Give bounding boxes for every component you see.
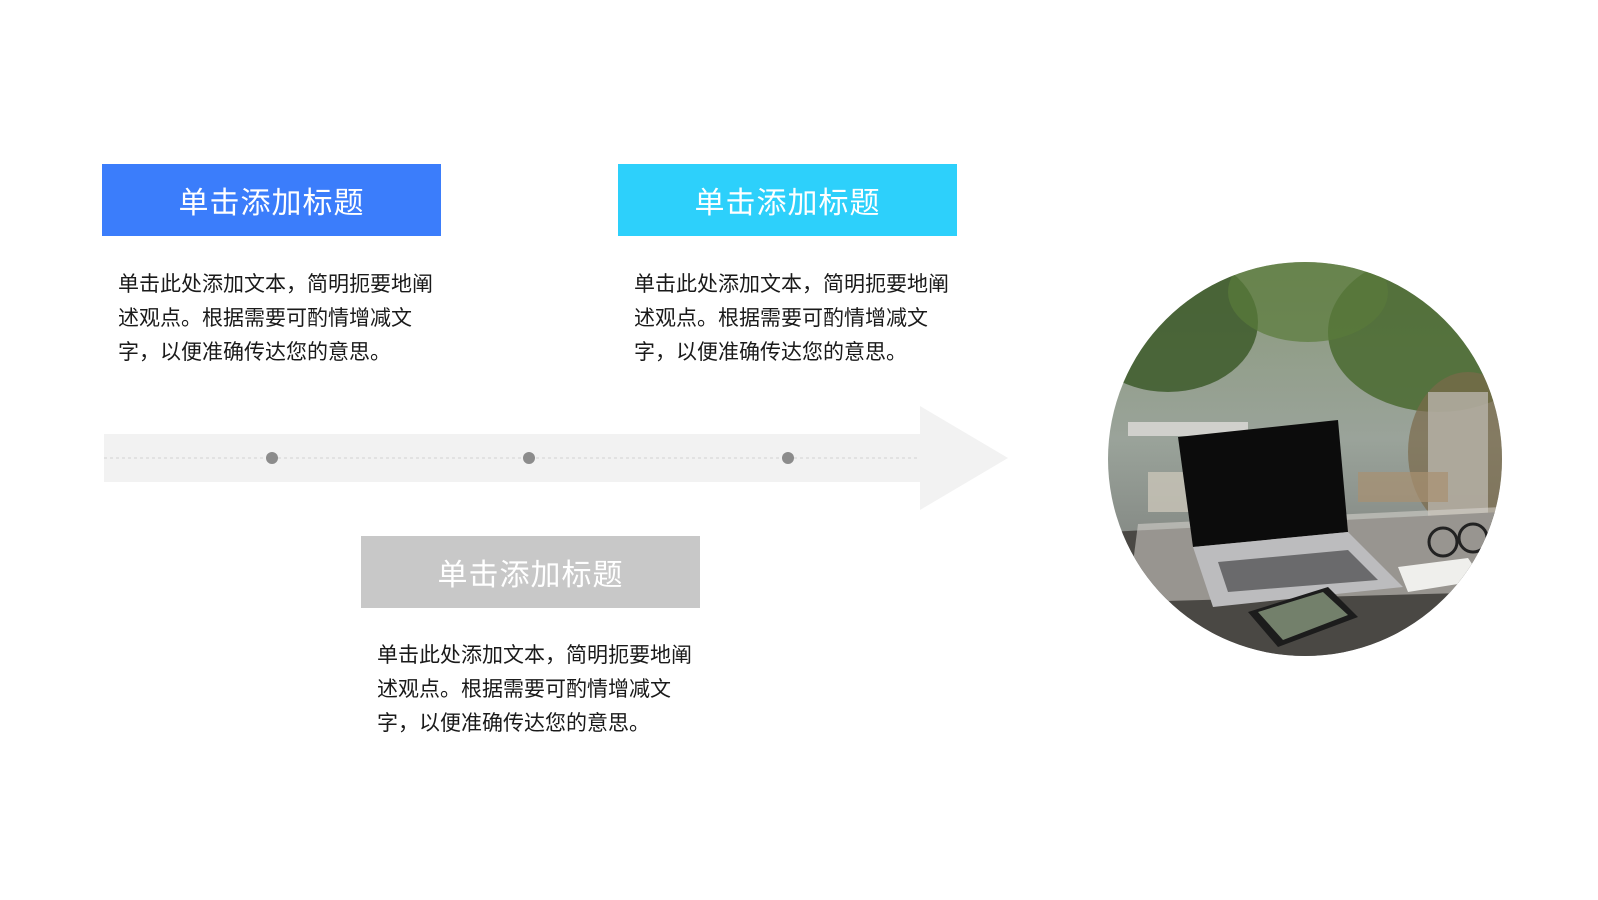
title-box-3[interactable]: 单击添加标题 — [361, 536, 700, 608]
body-text-1[interactable]: 单击此处添加文本，简明扼要地阐 述观点。根据需要可酌情增减文 字，以便准确传达您… — [118, 272, 433, 364]
title-1-label: 单击添加标题 — [178, 186, 365, 221]
title-box-1[interactable]: 单击添加标题 — [102, 164, 441, 236]
timeline-dot-1 — [266, 452, 278, 464]
timeline-arrow — [104, 406, 1008, 510]
title-2-label: 单击添加标题 — [694, 186, 881, 221]
laptop-photo — [1108, 262, 1502, 656]
title-3-label: 单击添加标题 — [437, 558, 624, 593]
body-text-3[interactable]: 单击此处添加文本，简明扼要地阐 述观点。根据需要可酌情增减文 字，以便准确传达您… — [377, 643, 692, 735]
title-box-2[interactable]: 单击添加标题 — [618, 164, 957, 236]
timeline-dot-3 — [782, 452, 794, 464]
body-text-2[interactable]: 单击此处添加文本，简明扼要地阐 述观点。根据需要可酌情增减文 字，以便准确传达您… — [634, 272, 949, 364]
timeline-dot-2 — [523, 452, 535, 464]
